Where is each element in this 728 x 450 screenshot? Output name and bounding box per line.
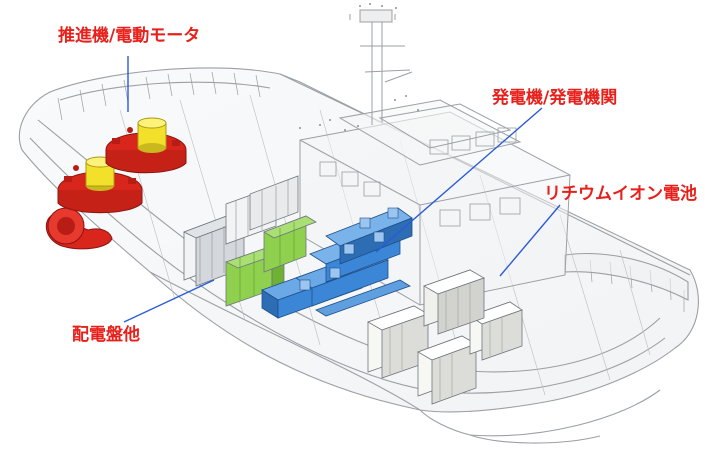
leader-line-generator — [375, 107, 543, 253]
leader-lines — [123, 56, 561, 323]
callout-generator: 発電機/発電機関 — [492, 88, 618, 108]
leader-line-battery — [499, 204, 561, 277]
battery-cabinets — [367, 269, 523, 405]
propulsion-motor-unit — [45, 117, 187, 250]
leader-line-switchboard — [123, 279, 215, 323]
callout-switchboard: 配電盤他 — [72, 325, 140, 345]
callout-propulsion-motor: 推進機/電動モータ — [58, 26, 201, 46]
callout-lithium-ion-battery: リチウムイオン電池 — [544, 184, 697, 204]
switchboard-cabinets — [183, 175, 317, 307]
